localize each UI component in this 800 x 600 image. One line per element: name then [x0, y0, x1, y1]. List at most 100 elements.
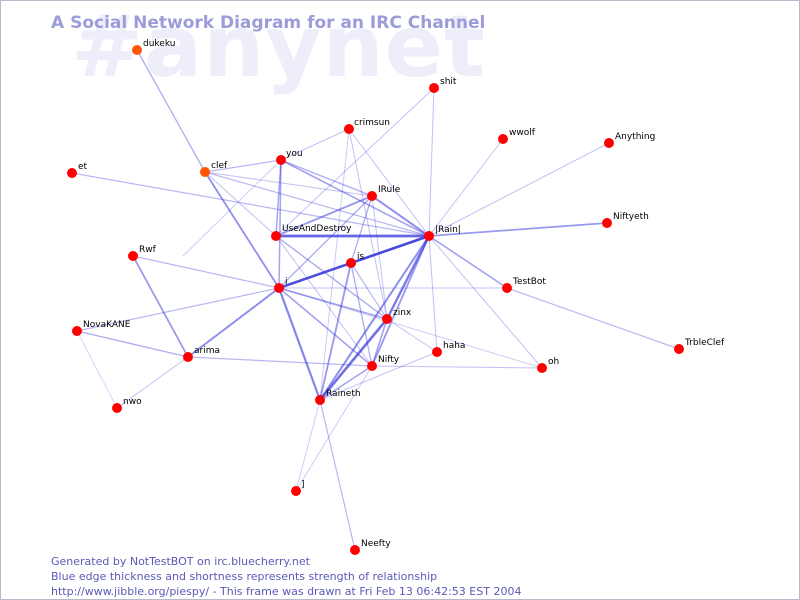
edge-anything-rain	[428, 142, 610, 237]
edge-rwf-arima	[132, 255, 189, 358]
node-niftyeth: Niftyeth	[602, 212, 649, 228]
node-testbot: TestBot	[502, 277, 546, 293]
svg-text:dukeku: dukeku	[143, 39, 175, 49]
edges-layer	[71, 49, 680, 551]
edge-i-raineth	[277, 287, 322, 401]
node-is: is	[346, 252, 365, 268]
node-novakane: NovaKANE	[72, 320, 131, 336]
edge-arima-nwo	[116, 356, 189, 409]
node-neefty: Neefty	[350, 539, 391, 555]
edge-nifty-bracket	[295, 365, 373, 492]
edge-zinx-haha	[386, 318, 438, 353]
edge-raineth-bracket	[295, 399, 321, 492]
edge-rain-testbot	[428, 235, 508, 289]
edge-irule-useanddestroy	[275, 195, 373, 237]
edge-you-crimsun	[280, 128, 350, 161]
edge-haha-raineth	[319, 351, 438, 401]
node-rwf: Rwf	[128, 245, 157, 261]
edge-dukeku-clef	[136, 49, 206, 173]
node-raineth: Raineth	[315, 389, 361, 405]
edge-irule-i	[278, 195, 373, 289]
svg-text:oh: oh	[548, 357, 559, 367]
node-bracket: ]	[291, 480, 305, 496]
edge-i-novakane	[76, 287, 280, 332]
edge-nwo-novakane	[76, 330, 118, 409]
node-irule: IRule	[367, 185, 401, 201]
nodes-layer: dukeku shit crimsun wwolf Anything you c…	[67, 39, 725, 555]
edge-arima-novakane	[76, 330, 189, 358]
node-et: et	[67, 162, 88, 178]
node-you: you	[276, 149, 303, 165]
svg-text:UseAndDestroy: UseAndDestroy	[282, 224, 352, 234]
footer-credits: Generated by NotTestBOT on irc.bluecherr…	[51, 554, 521, 599]
edge-is-raineth	[319, 262, 352, 401]
edge-nifty-oh	[371, 365, 543, 369]
footer-generated-by: Generated by NotTestBOT on irc.bluecherr…	[51, 555, 310, 568]
edge-useanddestroy-zinx	[275, 235, 388, 320]
edge-wwolf-rain	[428, 138, 504, 237]
svg-text:TestBot: TestBot	[512, 277, 546, 287]
edge-you-rwf	[182, 159, 282, 257]
edge-i-arima	[187, 287, 280, 358]
node-oh: oh	[537, 357, 559, 373]
edge-zinx-nifty	[371, 318, 388, 367]
svg-text:crimsun: crimsun	[354, 118, 390, 128]
node-i: i	[274, 277, 288, 293]
edge-zinx-raineth	[318, 318, 389, 401]
edge-rwf-i	[132, 255, 280, 289]
footer-legend-note: Blue edge thickness and shortness repres…	[51, 570, 438, 583]
node-nwo: nwo	[112, 397, 142, 413]
svg-text:Niftyeth: Niftyeth	[613, 212, 649, 222]
edge-irule-rain	[371, 195, 430, 237]
edge-you-irule	[280, 159, 373, 197]
node-useanddestroy: UseAndDestroy	[271, 224, 352, 241]
edge-raineth-neefty	[319, 399, 356, 551]
svg-text:you: you	[286, 149, 303, 159]
edge-arima-nifty	[187, 356, 373, 367]
node-rain: |Rain|	[424, 225, 461, 241]
edge-testbot-trbleclef	[506, 287, 680, 350]
edge-clef-you	[204, 159, 282, 173]
svg-text:Nifty: Nifty	[378, 355, 400, 365]
edge-clef-irule	[204, 171, 373, 197]
node-zinx: zinx	[382, 308, 412, 324]
svg-text:shit: shit	[440, 77, 457, 87]
svg-text:i: i	[285, 277, 288, 287]
edge-rain-niftyeth	[428, 222, 608, 237]
svg-text:Anything: Anything	[615, 132, 655, 142]
edge-is-nifty	[350, 262, 373, 367]
svg-text:NovaKANE: NovaKANE	[83, 320, 131, 330]
diagram-title: A Social Network Diagram for an IRC Chan…	[51, 13, 486, 33]
edge-rain-raineth	[319, 235, 430, 401]
svg-text:Rwf: Rwf	[139, 245, 157, 255]
edge-clef-useanddestroy	[204, 171, 277, 237]
svg-text:Neefty: Neefty	[361, 539, 391, 549]
edge-crimsun-rain	[348, 128, 430, 237]
edge-shit-useanddestroy	[275, 87, 435, 237]
edge-irule-zinx	[371, 195, 388, 320]
svg-text:TrbleClef: TrbleClef	[684, 338, 725, 348]
node-nifty: Nifty	[367, 355, 400, 371]
edge-i-oh	[278, 287, 543, 369]
edge-crimsun-zinx	[348, 128, 388, 320]
edge-nifty-raineth	[319, 365, 373, 401]
node-crimsun: crimsun	[344, 118, 390, 134]
edge-et-rain	[71, 172, 430, 237]
edge-i-nifty	[278, 287, 373, 367]
svg-text:arima: arima	[194, 346, 220, 356]
svg-text:nwo: nwo	[123, 397, 142, 407]
edge-i-zinx	[278, 287, 388, 320]
edge-crimsun-raineth	[319, 128, 350, 401]
edge-is-i	[278, 261, 352, 290]
svg-text:]: ]	[301, 480, 305, 490]
svg-text:|Rain|: |Rain|	[435, 225, 461, 235]
node-clef: clef	[200, 161, 228, 177]
edge-clef-i	[204, 171, 280, 289]
edge-rain-haha	[428, 235, 438, 353]
edge-rain-oh	[428, 235, 543, 369]
edge-shit-rain	[428, 87, 435, 237]
node-haha: haha	[432, 341, 465, 357]
edge-clef-rain	[204, 171, 430, 237]
footer-url-timestamp[interactable]: http://www.jibble.org/piespy/ - This fra…	[51, 585, 522, 598]
node-dukeku: dukeku	[132, 39, 175, 55]
